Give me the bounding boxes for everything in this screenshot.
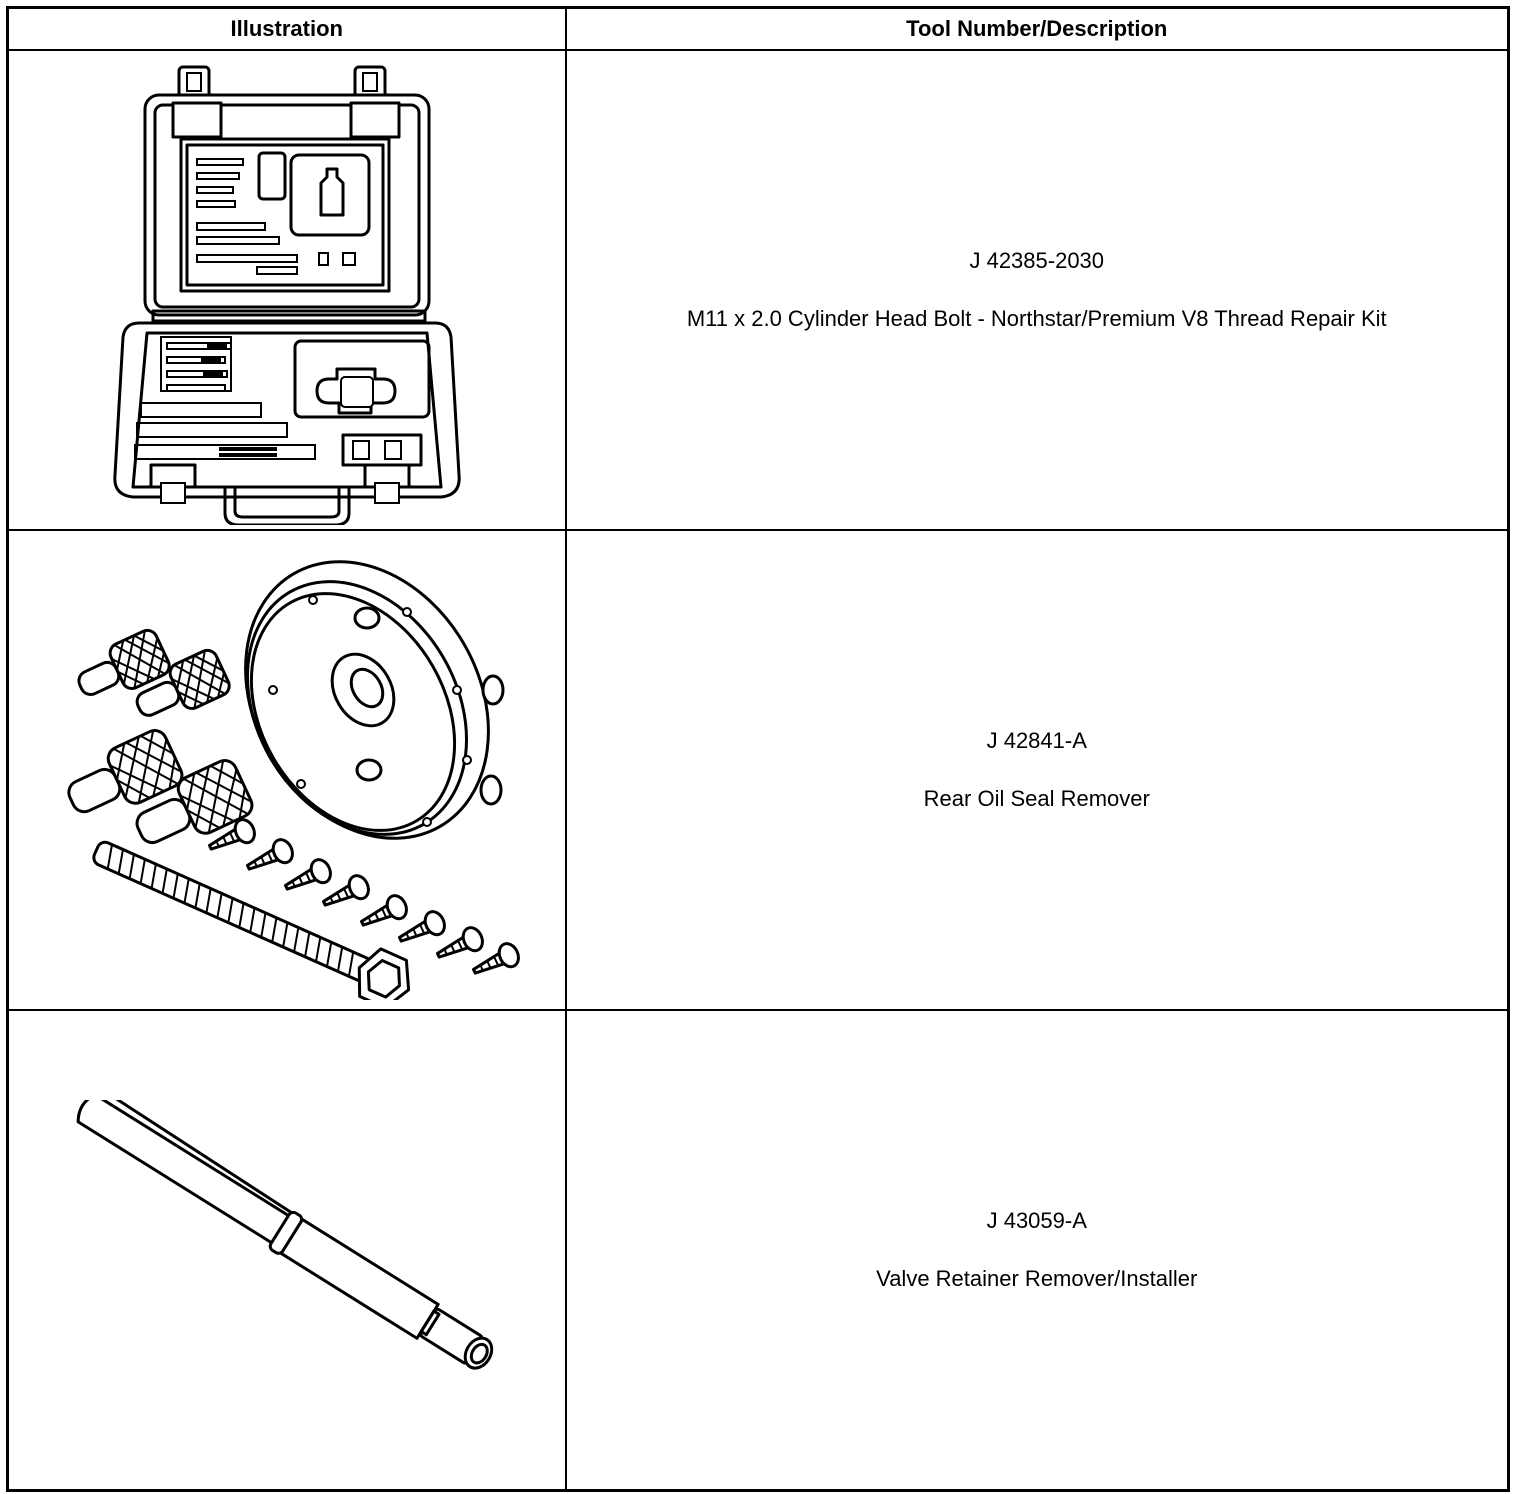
- table-row: J 42841-A Rear Oil Seal Remover: [6, 529, 1510, 1011]
- table-header-row: Illustration Tool Number/Description: [6, 6, 1510, 51]
- tool-number: J 42841-A: [986, 728, 1087, 753]
- table-row: J 43059-A Valve Retainer Remover/Install…: [6, 1009, 1510, 1491]
- tool-number: J 43059-A: [986, 1207, 1087, 1233]
- tool-description-cell: J 42385-2030 M11 x 2.0 Cylinder Head Bol…: [564, 49, 1510, 531]
- tool-table: Illustration Tool Number/Description: [6, 6, 1510, 1492]
- header-illustration: Illustration: [6, 6, 567, 51]
- illustration-cell: [6, 1009, 567, 1491]
- illustration-cell: [6, 49, 567, 531]
- illustration-cell: [6, 529, 567, 1011]
- tool-description-cell: J 42841-A Rear Oil Seal Remover: [564, 529, 1510, 1011]
- tool-description-cell: J 43059-A Valve Retainer Remover/Install…: [564, 1009, 1510, 1491]
- tool-description: Rear Oil Seal Remover: [923, 786, 1150, 811]
- table-row: J 42385-2030 M11 x 2.0 Cylinder Head Bol…: [6, 49, 1510, 531]
- valve-retainer-tool-icon: [76, 1099, 493, 1370]
- header-tool-number-description: Tool Number/Description: [564, 6, 1510, 51]
- tool-description: M11 x 2.0 Cylinder Head Bolt - Northstar…: [686, 306, 1387, 331]
- rear-oil-seal-remover-icon: [67, 560, 520, 1000]
- tool-description: Valve Retainer Remover/Installer: [876, 1265, 1198, 1291]
- thread-repair-kit-case-icon: [113, 65, 461, 525]
- tool-number: J 42385-2030: [969, 248, 1105, 273]
